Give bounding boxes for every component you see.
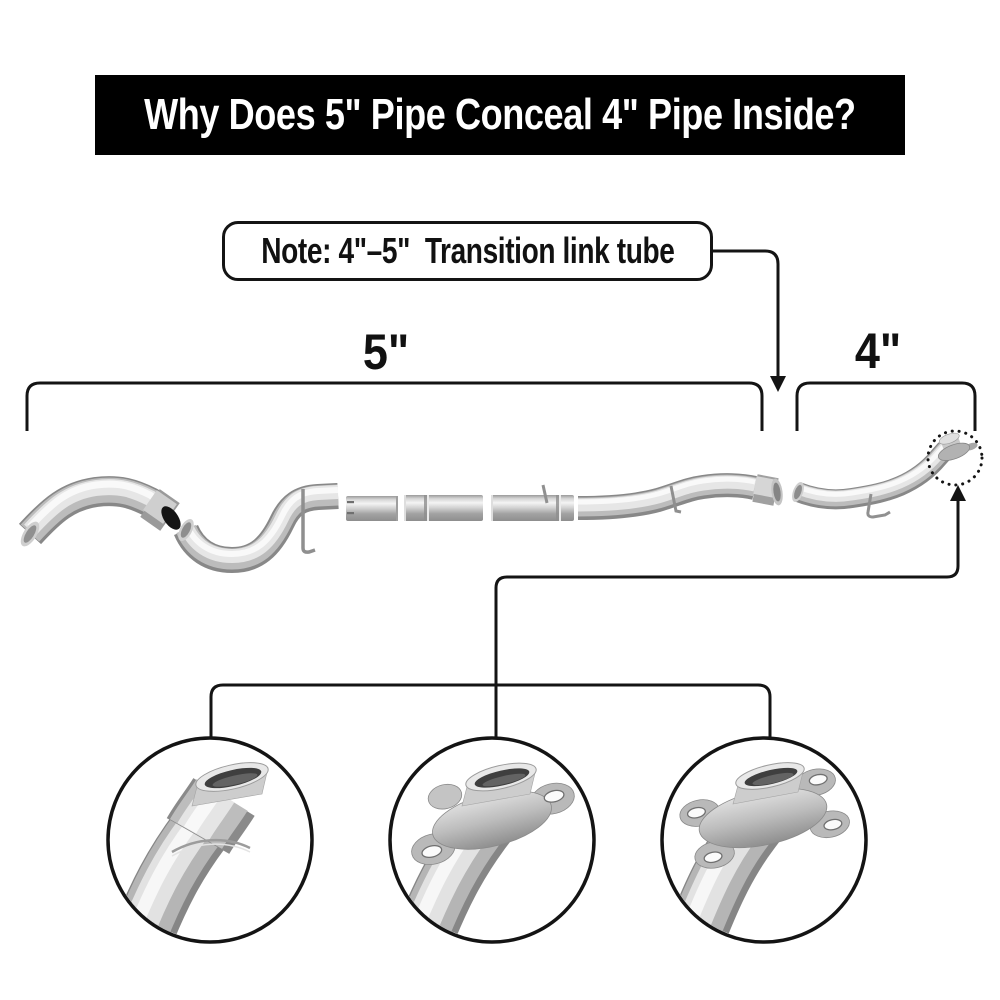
pipe-opening [161,506,181,530]
extension-pipe-3 [491,484,574,521]
detail-circle-three-bolt-flange [388,736,596,952]
five-inch-label: 5" [363,325,409,381]
detail-bracket-line [209,683,772,737]
exhaust-pipe-illustration [17,432,978,560]
four-inch-pipe-section [790,432,978,519]
extension-pipe-1 [346,496,398,521]
hanger-stub [669,485,682,514]
four-bolt-flange-icon [676,762,850,950]
flared-pipe-end-icon [128,757,269,952]
page-title: Why Does 5" Pipe Conceal 4" Pipe Inside? [144,90,856,139]
four-inch-bracket [795,381,977,431]
tailpipe-tip-section [17,484,184,549]
detail-connector-line [494,485,966,737]
five-inch-bracket [25,381,764,431]
pipe-hanger-rod [301,489,316,554]
small-flange [937,432,978,461]
title-banner: Why Does 5" Pipe Conceal 4" Pipe Inside? [95,75,905,155]
note-connector-arrow [713,249,786,392]
extension-pipe-2 [404,495,483,521]
pipe-hanger-rod [866,493,891,519]
three-bolt-flange-icon [397,762,575,952]
detail-circle-flared-end [106,736,314,952]
note-text: Note: 4"–5" Transition link tube [260,230,675,271]
detail-circle-four-bolt-flange [660,736,868,950]
mid-pipe-section [578,478,784,512]
note-callout: Note: 4"–5" Transition link tube [222,221,713,281]
hanger-stub [541,484,549,504]
dashed-highlight-circle [926,429,984,487]
four-inch-label: 4" [855,324,901,380]
over-axle-pipe-section [175,489,338,560]
